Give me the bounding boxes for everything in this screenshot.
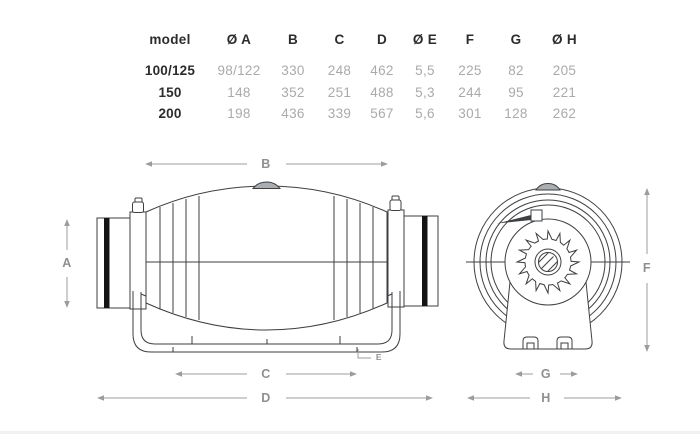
bracket-foot-slot [560, 342, 569, 350]
dim-label-h: H [541, 390, 551, 405]
value-cell: 262 [552, 106, 577, 122]
header-d: D [376, 31, 388, 47]
model-cell: 200 [158, 106, 182, 122]
table-header-row: model Ø A B C D Ø E F G Ø H [130, 28, 590, 50]
dimension-lines-end [467, 188, 650, 401]
value-cell: 98/122 [217, 63, 261, 79]
left-clamp-tab [132, 201, 144, 213]
table-row: 200 198 436 339 567 5,6 301 128 262 [130, 103, 590, 125]
dimension-bracket-e [357, 349, 371, 359]
bracket-foot [522, 336, 539, 349]
value-cell: 5,3 [415, 84, 435, 100]
dim-label-f: F [642, 260, 652, 275]
table-row: 150 148 352 251 488 5,3 244 95 221 [130, 82, 590, 104]
end-view-drawing [466, 182, 650, 401]
value-cell: 248 [327, 63, 352, 79]
page-edge [0, 431, 700, 434]
value-cell: 436 [281, 106, 305, 122]
value-cell: 148 [227, 84, 251, 100]
seal-ring-right [422, 216, 428, 306]
model-cell: 100/125 [144, 63, 196, 79]
value-cell: 301 [458, 106, 482, 122]
header-dia-e: Ø E [412, 31, 438, 47]
dim-label-d: D [261, 390, 271, 405]
impeller-hub [534, 248, 562, 276]
right-duct [403, 215, 439, 307]
dim-label-b: B [261, 156, 271, 171]
dim-label-e: E [375, 351, 383, 362]
value-cell: 567 [370, 106, 394, 122]
body-cap-side [251, 181, 282, 189]
value-cell: 221 [552, 84, 577, 100]
header-f: F [465, 31, 475, 47]
value-cell: 198 [227, 106, 251, 122]
header-dia-h: Ø H [552, 31, 577, 47]
value-cell: 128 [504, 106, 528, 122]
seal-ring-left [104, 218, 110, 308]
value-cell: 352 [281, 84, 305, 100]
dim-label-g: G [540, 366, 552, 381]
value-cell: 82 [508, 63, 524, 79]
bracket-foot [556, 336, 573, 349]
hub-hatching [539, 253, 557, 271]
table-row: 100/125 98/122 330 248 462 5,5 225 82 20… [130, 60, 590, 82]
cable-pointer [497, 215, 531, 224]
value-cell: 462 [370, 63, 394, 79]
value-cell: 5,6 [415, 106, 435, 122]
value-cell: 488 [370, 84, 394, 100]
header-g: G [510, 31, 522, 47]
side-view-drawing [64, 161, 439, 401]
model-cell: 150 [158, 84, 182, 100]
value-cell: 5,5 [415, 63, 435, 79]
header-dia-a: Ø A [226, 31, 252, 47]
body-cap-end [535, 182, 561, 191]
value-cell: 205 [552, 63, 577, 79]
left-clamp [129, 211, 147, 310]
right-clamp [387, 209, 405, 308]
value-cell: 339 [327, 106, 352, 122]
value-cell: 225 [458, 63, 482, 79]
header-model: model [149, 31, 191, 47]
table-body: 100/125 98/122 330 248 462 5,5 225 82 20… [130, 60, 590, 125]
bracket-foot-slot [526, 342, 535, 350]
value-cell: 95 [508, 84, 524, 100]
right-clamp-tab [389, 199, 402, 211]
value-cell: 244 [458, 84, 482, 100]
left-duct [96, 217, 131, 309]
terminal-box [530, 209, 543, 222]
header-c: C [334, 31, 345, 47]
value-cell: 251 [327, 84, 352, 100]
dimension-table: model Ø A B C D Ø E F G Ø H 100/125 98/1… [130, 28, 590, 125]
dim-label-a: A [62, 255, 72, 270]
dimension-lines-side [64, 161, 433, 401]
header-b: B [287, 31, 299, 47]
fan-body-side [145, 181, 388, 331]
dim-label-c: C [261, 366, 271, 381]
value-cell: 330 [281, 63, 305, 79]
